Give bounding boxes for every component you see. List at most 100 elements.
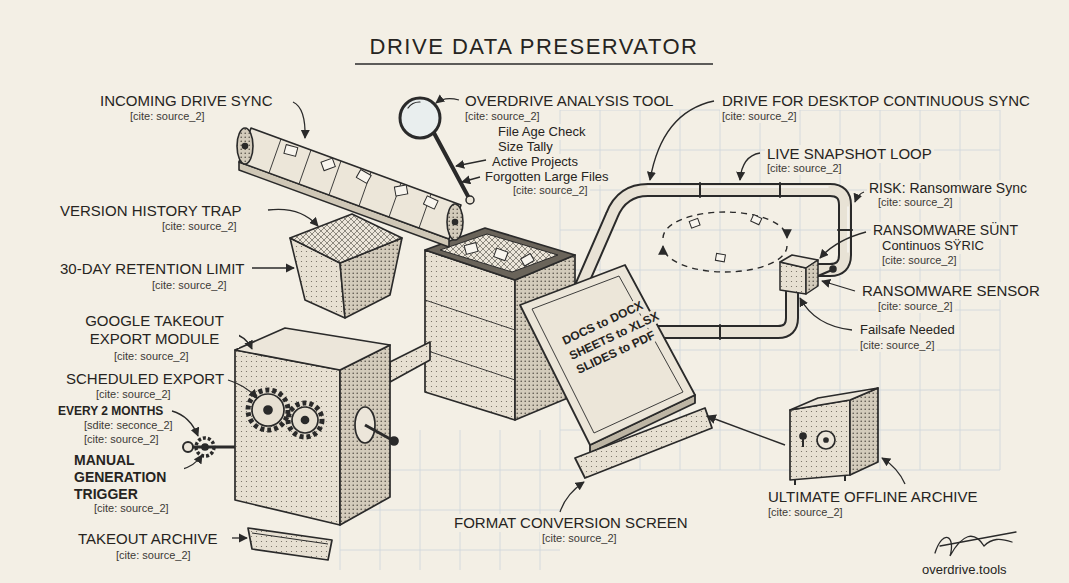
takeout-module xyxy=(252,394,284,426)
analysis-item: Active Projects xyxy=(490,154,580,170)
source-cite: [cite: source_2] xyxy=(876,196,955,209)
leader-lines xyxy=(456,160,486,166)
leader-lines xyxy=(560,482,584,512)
leader-lines xyxy=(822,281,855,291)
magnifier xyxy=(408,102,420,108)
conveyor-belt xyxy=(423,196,438,209)
offline-safe xyxy=(707,416,785,445)
takeout-module xyxy=(292,407,318,433)
takeout-module xyxy=(235,350,340,525)
source-cite: [cite: source_2] xyxy=(540,532,619,545)
snapshot-loop xyxy=(715,253,725,261)
source-cite: [cite: source_2] xyxy=(766,506,845,519)
conversion-screen xyxy=(532,276,683,433)
offline-safe xyxy=(707,388,878,485)
part-label: INCOMING DRIVE SYNC xyxy=(98,92,275,110)
leader-lines xyxy=(436,99,459,103)
source-cite: [cite: source_2] xyxy=(511,184,590,197)
takeout-module xyxy=(235,328,390,370)
takeout-module xyxy=(202,444,208,450)
watermark: overdrive.tools xyxy=(920,562,1009,578)
diagram-title: DRIVE DATA PRESERVATOR xyxy=(368,34,701,60)
magnifier xyxy=(466,196,474,204)
part-label: DRIVE FOR DESKTOP CONTINUOUS SYNC xyxy=(720,92,1032,110)
part-label: TAKEOUT ARCHIVE xyxy=(76,530,219,548)
analysis-item: Size Tally xyxy=(496,139,555,155)
leader-lines xyxy=(740,153,760,180)
leader-lines xyxy=(252,267,294,268)
analysis-item: Forgotten Large Files xyxy=(483,169,611,185)
magnifier xyxy=(400,98,440,138)
risk-label: RANSOMWARE SÜNT xyxy=(871,222,1020,239)
part-label: ULTIMATE OFFLINE ARCHIVE xyxy=(766,488,979,506)
source-cite: [sdite: seconce_2] xyxy=(82,419,175,432)
takeout-module xyxy=(248,528,332,560)
offline-safe xyxy=(850,388,878,475)
conveyor-belt xyxy=(394,185,407,196)
source-cite: [cite: source_2] xyxy=(765,162,844,175)
grid-background xyxy=(340,110,1000,570)
leader-lines xyxy=(650,101,714,180)
leader-lines xyxy=(228,380,257,398)
conversion-screen xyxy=(520,265,712,478)
source-cite: [cite: source_2] xyxy=(880,254,959,267)
takeout-module xyxy=(248,390,288,430)
part-label: 30-DAY RETENTION LIMIT xyxy=(58,260,246,278)
part-label: RANSOMWARE SENSOR xyxy=(860,282,1042,300)
part-label: OVERDRIVE ANALYSIS TOOL xyxy=(463,92,675,110)
title-underline xyxy=(355,64,713,65)
leader-lines xyxy=(172,99,905,538)
leader-lines xyxy=(172,411,198,436)
sync-pipe xyxy=(655,292,792,332)
snapshot-loop xyxy=(751,215,762,225)
sync-pipe xyxy=(648,187,848,252)
source-cite: [cite: source_2] xyxy=(94,388,173,401)
offline-safe xyxy=(790,400,850,480)
snapshot-loop xyxy=(663,212,787,238)
conveyor-belt xyxy=(453,220,458,225)
takeout-module xyxy=(183,328,430,560)
leader-lines xyxy=(855,192,864,202)
title-underline xyxy=(355,63,713,65)
analysis-item: File Age Check xyxy=(496,124,587,140)
source-cite: [cite: source_2] xyxy=(463,110,542,123)
offline-safe xyxy=(790,388,878,410)
conveyor-belt xyxy=(356,170,371,184)
leader-lines xyxy=(800,298,852,330)
leader-lines xyxy=(232,537,247,538)
part-label: MANUAL GENERATION TRIGGER xyxy=(72,452,184,502)
part-label: FORMAT CONVERSION SCREEN xyxy=(452,514,690,532)
source-cite: [cite: source_2] xyxy=(92,502,171,515)
conveyor-belt xyxy=(321,158,335,171)
leader-lines xyxy=(820,232,866,258)
source-cite: [cite: source_2] xyxy=(720,110,799,123)
offline-safe xyxy=(817,431,835,449)
conveyor-belt xyxy=(269,139,431,228)
source-cite: [cite: source_2] xyxy=(128,110,207,123)
risk-label: Continuos SŸRIC xyxy=(880,238,986,254)
source-cite: [cite: source_2] xyxy=(858,339,937,352)
leader-lines xyxy=(293,102,305,138)
takeout-module xyxy=(302,417,309,424)
center-hopper xyxy=(425,300,515,380)
part-label: SCHEDULED EXPORT xyxy=(64,370,226,388)
conveyor-belt xyxy=(237,128,253,164)
conversion-screen xyxy=(520,265,695,445)
takeout-module xyxy=(264,406,272,414)
conversion-screen xyxy=(575,408,712,478)
source-cite: [cite: source_2] xyxy=(150,279,229,292)
sync-pipe xyxy=(655,292,792,332)
conveyor-belt xyxy=(239,128,461,239)
sensor-box xyxy=(780,255,836,294)
source-cite: [cite: source_2] xyxy=(114,549,193,562)
part-label: LIVE SNAPSHOT LOOP xyxy=(765,145,934,163)
offline-safe xyxy=(795,476,845,485)
sensor-box xyxy=(806,260,818,294)
part-label: VERSION HISTORY TRAP xyxy=(58,202,243,220)
signature xyxy=(935,532,1016,556)
conveyor-belt xyxy=(447,204,463,240)
source-cite: [cite: source_2] xyxy=(160,220,239,233)
takeout-module xyxy=(288,403,322,437)
center-hopper xyxy=(464,243,478,255)
sync-pipe xyxy=(700,183,852,339)
